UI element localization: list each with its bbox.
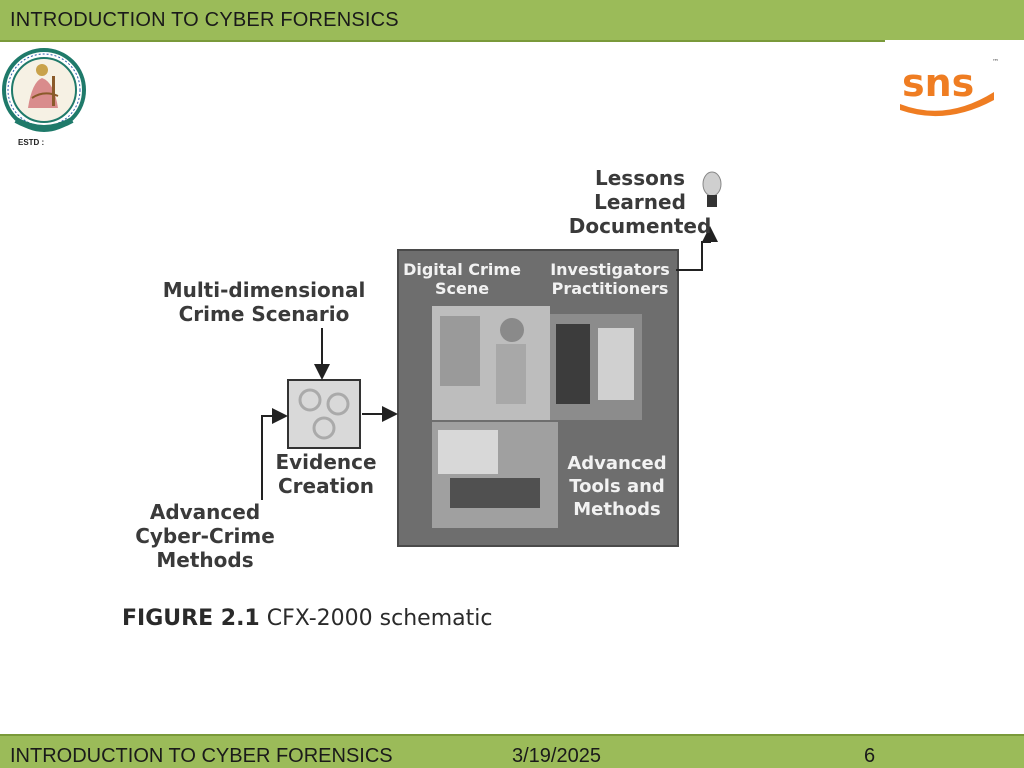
light-bulb-icon <box>702 171 722 207</box>
arrow-to-lessons <box>676 226 718 271</box>
svg-text:™: ™ <box>992 58 999 66</box>
sns-logo: sns ™ <box>896 52 1000 118</box>
label-investigators: Investigators Practitioners <box>550 260 670 298</box>
header-bar: INTRODUCTION TO CYBER FORENSICS <box>0 0 1024 42</box>
figure-caption: FIGURE 2.1 CFX-2000 schematic <box>122 606 492 631</box>
sns-logo-icon: sns ™ <box>900 58 999 117</box>
figure-caption-text: CFX-2000 schematic <box>266 606 493 631</box>
header-divider <box>885 40 1024 44</box>
cfx-2000-figure: Lessons Learned Documented Multi-dimensi… <box>120 160 740 650</box>
arrow-methods-to-evidence <box>261 408 288 500</box>
label-advanced-tools: Advanced Tools and Methods <box>567 453 667 520</box>
footer-title: INTRODUCTION TO CYBER FORENSICS <box>10 745 393 767</box>
college-estd-label: ESTD : <box>18 138 45 147</box>
label-evidence-creation: Evidence Creation <box>275 450 377 498</box>
figure-schematic <box>261 171 722 547</box>
college-logo <box>2 46 86 150</box>
footer-bar: INTRODUCTION TO CYBER FORENSICS 3/19/202… <box>0 734 1024 768</box>
figure-caption-number: FIGURE 2.1 <box>122 606 260 631</box>
college-crest-icon <box>2 48 86 132</box>
label-digital-crime-scene: Digital Crime Scene <box>403 260 521 298</box>
sns-logo-text: sns <box>902 61 974 105</box>
label-crime-scenario: Multi-dimensional Crime Scenario <box>162 278 366 326</box>
header-title: INTRODUCTION TO CYBER FORENSICS <box>10 9 399 31</box>
label-lessons-learned: Lessons Learned Documented <box>568 166 712 238</box>
footer-date: 3/19/2025 <box>512 745 601 767</box>
label-cybercrime-methods: Advanced Cyber-Crime Methods <box>135 500 275 572</box>
footer-page-number: 6 <box>864 745 876 767</box>
